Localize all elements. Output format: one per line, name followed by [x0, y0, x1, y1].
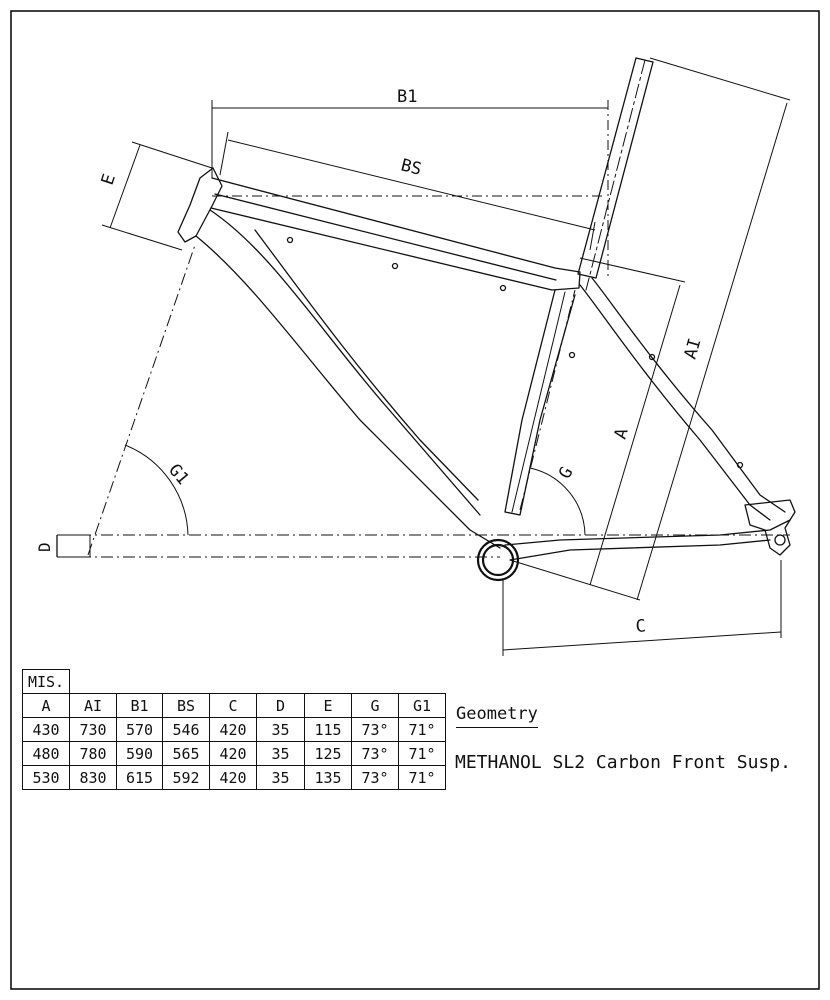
dim-bs-ext-left: [219, 131, 229, 176]
label-g1: G1: [164, 460, 192, 489]
cell: 590: [116, 741, 163, 766]
cable-guide: [736, 461, 744, 469]
cell: 730: [69, 717, 117, 742]
head-tube-axis: [585, 59, 646, 291]
label-a: A: [611, 426, 633, 441]
angle-arc-g1: [124, 444, 189, 536]
rear-dropout: [744, 499, 796, 556]
seat-axis-extension: [87, 244, 196, 556]
angle-arc-g: [529, 467, 586, 536]
seat-tube: [195, 235, 501, 549]
label-b1: B1: [397, 87, 417, 107]
cable-guide: [391, 262, 399, 270]
col-header-g1: G1: [398, 693, 446, 718]
cell: 73°: [351, 717, 399, 742]
dim-e-line: [109, 144, 141, 229]
cell: 546: [162, 717, 210, 742]
label-c: C: [635, 616, 647, 637]
cell: 73°: [351, 765, 399, 790]
cell: 35: [256, 717, 305, 742]
table-header-row-mis: MIS.: [22, 669, 446, 694]
label-e: E: [98, 172, 120, 188]
seat-stay: [579, 284, 771, 521]
dim-d-box: [57, 534, 91, 558]
dim-ai-ext-bottom: [509, 559, 641, 601]
cell: 830: [69, 765, 117, 790]
geometry-title: Geometry: [456, 704, 538, 728]
cell: 71°: [398, 765, 446, 790]
cell: 135: [304, 765, 352, 790]
cell: 35: [256, 765, 305, 790]
seat-stay-inner: [591, 277, 786, 513]
table-header-row: A AI B1 BS C D E G G1: [22, 693, 446, 718]
mis-label: MIS.: [22, 669, 70, 694]
col-header-e: E: [304, 693, 352, 718]
rear-axle: [774, 534, 786, 546]
cell: 71°: [398, 717, 446, 742]
cell: 115: [304, 717, 352, 742]
dim-e-ext-top: [131, 141, 213, 169]
dim-a-ext-top: [579, 257, 686, 283]
cell: 565: [162, 741, 210, 766]
seat-tube-inner2: [254, 229, 479, 501]
table-row: 480 780 590 565 420 35 125 73° 71°: [22, 741, 446, 766]
down-tube-inner: [511, 291, 566, 513]
dim-e-ext-bottom: [101, 224, 183, 251]
cable-guide: [286, 236, 294, 244]
cell: 615: [116, 765, 163, 790]
cell: 530: [22, 765, 70, 790]
cell: 430: [22, 717, 70, 742]
cable-guide: [648, 353, 656, 361]
cable-guide: [499, 284, 507, 292]
cell: 480: [22, 741, 70, 766]
table-row: 530 830 615 592 420 35 135 73° 71°: [22, 765, 446, 790]
dim-bs-ext-right: [589, 221, 596, 251]
label-g: G: [555, 464, 577, 483]
chain-stay-inner: [509, 539, 771, 561]
head-tube: [577, 57, 654, 279]
col-header-c: C: [209, 693, 257, 718]
label-d: D: [35, 542, 54, 552]
cell: 780: [69, 741, 117, 766]
table-row: 430 730 570 546 420 35 115 73° 71°: [22, 717, 446, 742]
down-tube: [504, 289, 576, 516]
label-bs: BS: [399, 155, 424, 179]
col-header-a: A: [22, 693, 70, 718]
col-header-ai: AI: [69, 693, 117, 718]
label-ai: AI: [681, 336, 706, 361]
seat-tube-inner: [209, 209, 481, 516]
top-tube-inner: [214, 193, 557, 281]
model-name: METHANOL SL2 Carbon Front Susp.: [455, 752, 791, 773]
cell: 592: [162, 765, 210, 790]
cell: 35: [256, 741, 305, 766]
sheet-border: [10, 10, 820, 990]
cell: 420: [209, 717, 257, 742]
geometry-table: MIS. A AI B1 BS C D E G G1 430 730 570 5…: [22, 669, 446, 790]
cell: 570: [116, 717, 163, 742]
cell: 420: [209, 741, 257, 766]
col-header-d: D: [256, 693, 305, 718]
cell: 420: [209, 765, 257, 790]
col-header-b1: B1: [116, 693, 163, 718]
dim-c-line: [502, 631, 782, 651]
cell: 73°: [351, 741, 399, 766]
cable-guide: [568, 351, 576, 359]
chain-stay: [504, 519, 791, 546]
head-axis-extension: [519, 289, 576, 511]
dim-a-line: [589, 284, 681, 586]
col-header-g: G: [351, 693, 399, 718]
dim-ai-line: [636, 102, 788, 601]
dim-ai-ext-top: [649, 57, 791, 101]
bottom-bracket-outer: [476, 538, 520, 582]
cell: 125: [304, 741, 352, 766]
bottom-bracket-inner: [481, 543, 515, 577]
cell: 71°: [398, 741, 446, 766]
top-tube: [210, 177, 581, 291]
col-header-bs: BS: [162, 693, 210, 718]
dim-bs-line: [227, 139, 596, 231]
